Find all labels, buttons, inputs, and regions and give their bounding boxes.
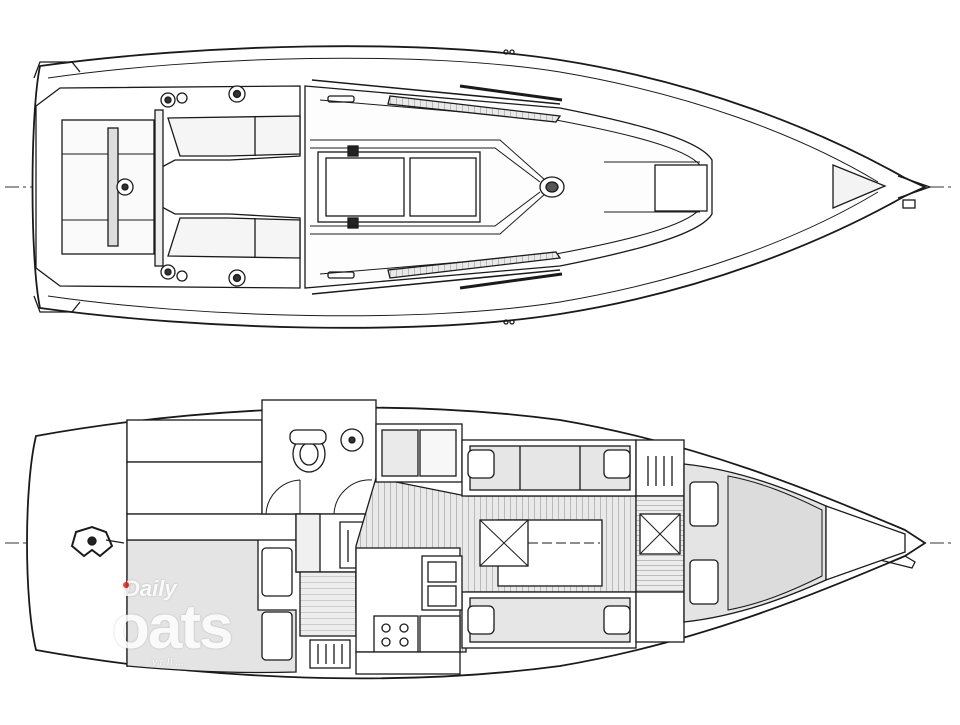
cockpit-locker-2 bbox=[126, 461, 263, 515]
cushion bbox=[689, 481, 719, 527]
grate bbox=[309, 639, 351, 669]
mast-shroud-top bbox=[310, 139, 546, 181]
forward-hatch bbox=[654, 164, 708, 212]
engine-box bbox=[299, 571, 357, 637]
cockpit-locker-1 bbox=[126, 419, 263, 463]
cushion-chair-icon bbox=[467, 449, 495, 479]
forward-bulkhead-lockers bbox=[635, 439, 685, 497]
bow-fitting-low bbox=[879, 555, 916, 569]
cockpit-bench-top bbox=[167, 115, 301, 157]
sink-icon bbox=[421, 555, 463, 611]
bowsprit bbox=[897, 175, 932, 199]
genoa-track-bottom bbox=[387, 251, 562, 279]
chain-locker bbox=[825, 505, 906, 581]
transom-corner-top bbox=[33, 61, 81, 79]
cushion-chair-icon bbox=[467, 605, 495, 635]
transom-corner-bottom bbox=[33, 295, 81, 313]
genoa-track-top bbox=[387, 95, 562, 123]
cushion-chair-icon bbox=[603, 449, 631, 479]
mast-shroud-bottom bbox=[310, 193, 546, 235]
aft-cabin-bulkhead bbox=[126, 513, 298, 541]
cushion bbox=[689, 559, 719, 605]
cockpit-bench-bottom bbox=[167, 217, 301, 259]
deck-gunwale-inner bbox=[47, 57, 879, 317]
bow-fitting bbox=[902, 199, 916, 209]
coachroof-outline bbox=[304, 85, 713, 289]
interior-layout bbox=[5, 399, 955, 680]
cushion bbox=[261, 611, 293, 661]
aft-galley-lockers bbox=[355, 651, 461, 675]
heads-door bbox=[265, 479, 301, 515]
stove-icon bbox=[373, 615, 419, 653]
traveller bbox=[154, 109, 164, 267]
companionway-hatch bbox=[317, 151, 481, 223]
aft-cabin-berth bbox=[126, 539, 297, 674]
heads-door-2 bbox=[333, 479, 373, 515]
deck-plan bbox=[5, 45, 955, 329]
cushion-chair-icon bbox=[603, 605, 631, 635]
cushion bbox=[261, 547, 293, 597]
bow-locker bbox=[832, 164, 887, 209]
